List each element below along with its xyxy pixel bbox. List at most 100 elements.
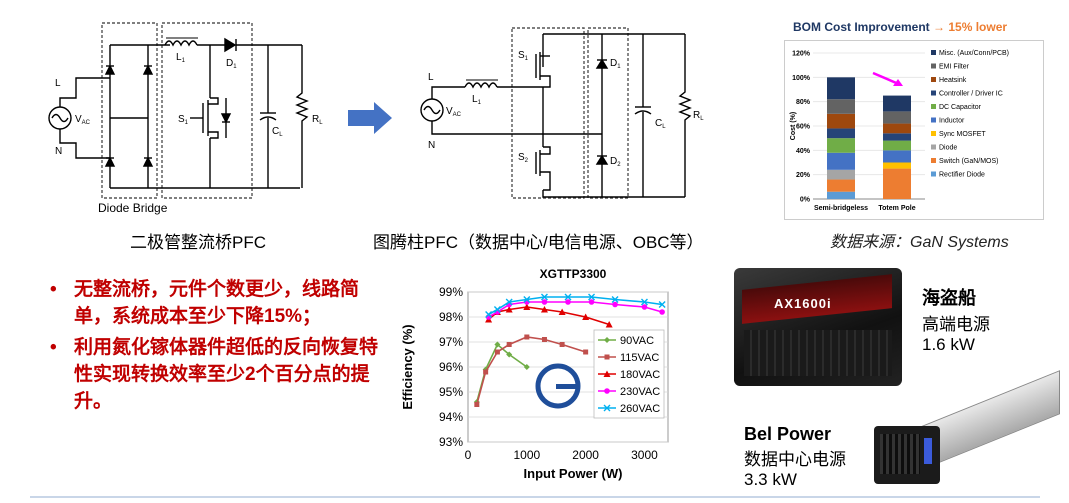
- line-label: L: [55, 78, 61, 89]
- efficiency-point: [494, 349, 500, 355]
- efficiency-point: [494, 341, 501, 348]
- efficiency-series-line: [476, 336, 586, 405]
- efficiency-ytick-label: 93%: [439, 435, 463, 449]
- bom-legend-label: EMI Filter: [939, 64, 970, 71]
- bom-bar-segment: [883, 162, 911, 169]
- bom-ytick-label: 100%: [792, 75, 811, 82]
- bom-legend-label: Rectifier Diode: [939, 172, 985, 179]
- efficiency-point: [582, 313, 590, 320]
- efficiency-point: [505, 298, 513, 306]
- improvement-arrowhead-icon: [893, 79, 903, 86]
- efficiency-y-axis-label: Efficiency (%): [400, 324, 415, 409]
- bom-bar-segment: [883, 168, 911, 199]
- efficiency-series-line: [488, 301, 663, 318]
- corsair-model-badge: AX1600i: [774, 296, 832, 311]
- bom-ytick-label: 0%: [800, 197, 811, 204]
- efficiency-point: [474, 402, 480, 407]
- bom-category-label: Semi-bridgeless: [814, 205, 868, 212]
- efficiency-point: [540, 293, 548, 301]
- source-label: VAC: [75, 114, 91, 126]
- corsair-type: 高端电源: [922, 315, 990, 334]
- bom-legend-label: Misc. (Aux/Conn/PCB): [939, 50, 1009, 57]
- totem-pole-pfc-schematic: L N VAC L1 S1 S2 D1 D2 CL RL: [420, 27, 704, 199]
- bom-bar-segment: [827, 128, 855, 139]
- switch-label: S1: [178, 114, 189, 126]
- bom-bar-segment: [827, 179, 855, 192]
- efficiency-point: [605, 321, 613, 328]
- bom-bar-segment: [827, 99, 855, 114]
- efficiency-legend-label: 90VAC: [620, 335, 654, 347]
- efficiency-point: [641, 304, 648, 310]
- efficiency-point: [588, 293, 596, 301]
- bom-chart-title: BOM Cost Improvement → 15% lower: [793, 20, 1007, 34]
- bom-bar-segment: [883, 111, 911, 124]
- bom-ytick-label: 40%: [796, 148, 811, 155]
- efficiency-point: [611, 296, 619, 303]
- bom-bar-segment: [883, 95, 911, 112]
- efficiency-point: [612, 301, 618, 308]
- efficiency-point: [523, 296, 531, 303]
- bom-legend-swatch: [931, 50, 936, 55]
- bom-legend-label: Controller / Driver IC: [939, 91, 1003, 98]
- bom-bar-segment: [827, 191, 855, 199]
- bom-legend-label: Heatsink: [939, 77, 967, 84]
- efficiency-ytick-label: 94%: [439, 410, 463, 424]
- efficiency-point: [564, 293, 572, 301]
- totem-load-label: RL: [693, 110, 704, 122]
- totem-cap-label: CL: [655, 118, 666, 130]
- efficiency-legend-label: 230VAC: [620, 386, 660, 398]
- bom-legend-swatch: [931, 90, 936, 96]
- efficiency-ytick-label: 95%: [439, 385, 463, 399]
- right-arrow-icon: [348, 102, 392, 134]
- bom-bar-segment: [827, 138, 855, 153]
- efficiency-xtick-label: 0: [465, 448, 472, 462]
- efficiency-point: [505, 306, 513, 313]
- efficiency-chart-title: XGTTP3300: [540, 267, 607, 281]
- efficiency-point: [565, 299, 571, 305]
- efficiency-legend-label: 260VAC: [620, 403, 660, 415]
- bom-legend-swatch: [931, 117, 936, 123]
- bom-bar-segment: [827, 77, 855, 100]
- corsair-psu-image: AX1600i: [734, 268, 902, 386]
- efficiency-xtick-label: 1000: [513, 448, 540, 462]
- bom-legend-label: Switch (GaN/MOS): [939, 158, 999, 165]
- efficiency-point: [640, 298, 648, 306]
- efficiency-ytick-label: 96%: [439, 360, 463, 374]
- bel-type: 数据中心电源: [744, 450, 846, 469]
- efficiency-series-line: [488, 296, 663, 316]
- bom-legend-swatch: [931, 104, 936, 109]
- bom-legend-swatch: [931, 158, 936, 163]
- efficiency-point: [506, 351, 513, 358]
- efficiency-legend-label: 180VAC: [620, 369, 660, 381]
- efficiency-point: [485, 311, 493, 318]
- d1-label: D1: [610, 58, 621, 70]
- bom-bar-segment: [827, 169, 855, 180]
- efficiency-point: [583, 349, 589, 355]
- efficiency-ytick-label: 98%: [439, 310, 463, 324]
- bel-text: Bel Power 数据中心电源 3.3 kW: [744, 424, 846, 490]
- bom-legend-swatch: [931, 77, 936, 82]
- efficiency-ytick-label: 97%: [439, 335, 463, 349]
- totem-pole-caption: 图腾柱PFC（数据中心/电信电源、OBC等）: [373, 233, 704, 252]
- d2-label: D2: [610, 156, 621, 168]
- efficiency-point: [603, 404, 611, 412]
- totem-source-label: VAC: [446, 106, 462, 118]
- corsair-title: 海盗船: [922, 288, 976, 308]
- diode-bridge-caption: 二极管整流桥PFC: [130, 233, 266, 252]
- bom-y-axis-label: Cost (%): [790, 112, 797, 140]
- bom-ytick-label: 60%: [796, 124, 811, 131]
- diode-bridge-pfc-schematic: L N VAC L1 D1 S1 CL RL Diode Bridge: [48, 22, 323, 215]
- bom-legend-swatch: [931, 144, 936, 150]
- bom-ytick-label: 80%: [796, 99, 811, 106]
- bom-title-text: BOM Cost Improvement: [793, 20, 934, 34]
- diode-bridge-label: Diode Bridge: [98, 201, 168, 215]
- bom-legend-swatch: [931, 131, 936, 136]
- diode-label: D1: [226, 58, 237, 70]
- benefit-item-cost: 无整流桥，元件个数更少，线路简单，系统成本至少下降15%；: [48, 276, 378, 330]
- totem-line-label: L: [428, 72, 434, 83]
- bom-bar-segment: [827, 152, 855, 170]
- efficiency-xtick-label: 3000: [631, 448, 658, 462]
- s2-label: S2: [518, 152, 529, 164]
- bom-legend-swatch: [931, 171, 936, 177]
